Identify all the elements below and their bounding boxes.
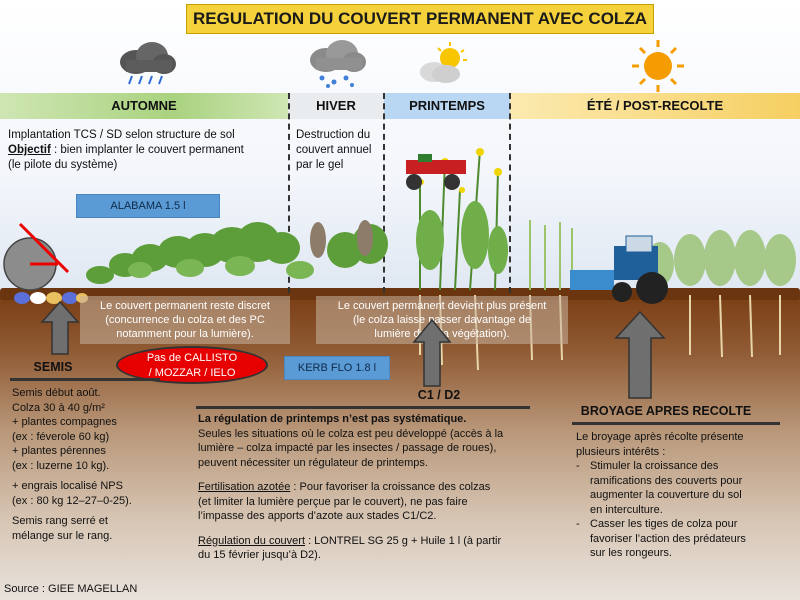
autumn-description: Implantation TCS / SD selon structure de… — [8, 128, 244, 173]
winter-line-3: par le gel — [296, 159, 344, 171]
autumn-line-3: (le pilote du système) — [8, 159, 118, 171]
seeds-icon — [14, 292, 88, 304]
broyage-b1-line-3: augmenter la couverture du sol — [590, 489, 742, 501]
divider-spring-summer — [509, 93, 511, 293]
fertilisation-line-3: l’impasse des apports d’azote aux stades… — [198, 510, 437, 522]
no-callisto-line-2: / MOZZAR / IELO — [148, 367, 236, 379]
c1d2-label: C1 / D2 — [417, 388, 461, 402]
c1d2-p1-line-3: peuvent nécessiter un régulateur de prin… — [198, 456, 428, 469]
discrete-line-2: (concurrence du colza et des PC — [105, 314, 265, 326]
no-callisto-warning: Pas de CALLISTO / MOZZAR / IELO — [116, 346, 268, 384]
broyage-b2-line-2: favoriser l’action des prédateurs — [590, 532, 746, 545]
broyage-b1-line-2: ramifications des couverts pour — [590, 474, 743, 487]
source-note: Source : GIEE MAGELLAN — [4, 583, 138, 595]
sun-cloud-icon — [420, 42, 467, 83]
regulation-line-1: Régulation du couvert : LONTREL SG 25 g … — [198, 534, 532, 549]
present-cover-note: Le couvert permanent devient plus présen… — [316, 296, 568, 344]
fertilisation-line-1: Fertilisation azotée : Pour favoriser la… — [198, 480, 532, 495]
semis-rule — [10, 378, 160, 381]
discrete-line-3: notamment pour la lumière). — [116, 328, 254, 340]
soil-background — [0, 295, 800, 600]
bullet-dash-icon: - — [576, 460, 580, 472]
semis-arrow-icon — [40, 300, 80, 355]
broyage-label: BROYAGE APRES RECOLTE — [580, 404, 752, 418]
semis-line-9: Semis rang serré et — [12, 515, 108, 527]
broyage-intro-2: plusieurs intérêts : — [576, 445, 666, 458]
crop-vegetation — [86, 148, 796, 291]
season-autumn: AUTOMNE — [0, 93, 288, 119]
autumn-objective: Objectif : bien implanter le couvert per… — [8, 143, 244, 158]
fertilisation-line-2: (et limiter la lumière perçue par le cou… — [198, 495, 468, 508]
broyage-rule — [572, 422, 780, 425]
page-title: REGULATION DU COUVERT PERMANENT AVEC COL… — [186, 4, 654, 34]
winter-line-2: couvert annuel — [296, 144, 372, 156]
autumn-line-1: Implantation TCS / SD selon structure de… — [8, 129, 235, 141]
c1d2-details: La régulation de printemps n’est pas sys… — [198, 412, 532, 563]
semis-line-8: (ex : 80 kg 12–27–0-25). — [12, 494, 132, 507]
broyage-b2-line-1: Casser les tiges de colza pour — [590, 518, 738, 530]
broyage-b2-line-3: sur les rongeurs. — [590, 547, 672, 559]
snow-cloud-icon — [310, 40, 366, 88]
semis-line-6: (ex : luzerne 10 kg). — [12, 459, 110, 472]
semis-line-2: Colza 30 à 40 g/m² — [12, 401, 105, 414]
semis-label: SEMIS — [33, 360, 73, 374]
divider-winter-spring — [383, 93, 385, 293]
objective-label: Objectif — [8, 144, 51, 156]
c1d2-heading: La régulation de printemps n’est pas sys… — [198, 413, 467, 425]
c1d2-p1-line-2: lumière – colza impacté par les insectes… — [198, 442, 497, 454]
broyage-bullet-1: - Stimuler la croissance des ramificatio… — [576, 459, 782, 517]
present-line-1: Le couvert permanent devient plus présen… — [337, 300, 547, 312]
semis-line-5: + plantes pérennes — [12, 445, 106, 457]
objective-text: : bien implanter le couvert permanent — [50, 144, 244, 156]
semis-line-7: + engrais localisé NPS — [12, 480, 123, 492]
bullet-dash-icon: - — [576, 518, 580, 530]
tractor-mower-icon — [570, 235, 668, 304]
divider-autumn-winter — [288, 93, 290, 293]
sprayer-icon — [406, 154, 466, 190]
rain-cloud-icon — [120, 42, 176, 85]
broyage-details: Le broyage après récolte présente plusie… — [576, 430, 782, 561]
c1d2-arrow-icon — [412, 318, 452, 387]
semis-line-1: Semis début août. — [12, 387, 101, 399]
fertilisation-label: Fertilisation azotée — [198, 481, 291, 493]
regulation-label: Régulation du couvert — [198, 534, 306, 547]
semis-details: Semis début août. Colza 30 à 40 g/m² + p… — [12, 386, 172, 543]
winter-line-1: Destruction du — [296, 129, 371, 141]
broyage-arrow-icon — [614, 310, 666, 399]
broyage-intro-1: Le broyage après récolte présente — [576, 431, 744, 443]
c1d2-p1-line-1: Seules les situations où le colza est pe… — [198, 427, 504, 440]
fertilisation-text: : Pour favoriser la croissance des colza… — [290, 481, 491, 493]
discrete-cover-note: Le couvert permanent reste discret (conc… — [80, 296, 290, 344]
season-winter: HIVER — [288, 93, 384, 119]
alabama-box: ALABAMA 1.5 l — [76, 194, 220, 218]
winter-description: Destruction du couvert annuel par le gel — [296, 128, 371, 173]
season-summer: ÉTÉ / POST-RECOLTE — [510, 93, 800, 119]
semis-line-4: (ex : féverole 60 kg) — [12, 430, 110, 443]
season-spring: PRINTEMPS — [384, 93, 510, 119]
regulation-text: : LONTREL SG 25 g + Huile 1 l (à partir — [305, 534, 502, 547]
seed-drill-disc-icon — [3, 222, 70, 291]
semis-line-10: mélange sur le rang. — [12, 529, 113, 542]
broyage-b1-line-4: en interculture. — [590, 503, 663, 516]
discrete-line-1: Le couvert permanent reste discret — [100, 300, 270, 312]
c1d2-rule — [196, 406, 530, 409]
broyage-bullet-2: - Casser les tiges de colza pour favoris… — [576, 517, 782, 561]
no-callisto-line-1: Pas de CALLISTO — [146, 352, 238, 364]
broyage-b1-line-1: Stimuler la croissance des — [590, 460, 719, 472]
kerb-box: KERB FLO 1.8 l — [284, 356, 390, 380]
sun-icon — [632, 40, 684, 92]
present-line-2: (le colza laisse passer davantage de — [353, 314, 531, 326]
semis-line-3: + plantes compagnes — [12, 416, 117, 428]
regulation-line-2: du 15 février jusqu’à D2). — [198, 549, 321, 561]
